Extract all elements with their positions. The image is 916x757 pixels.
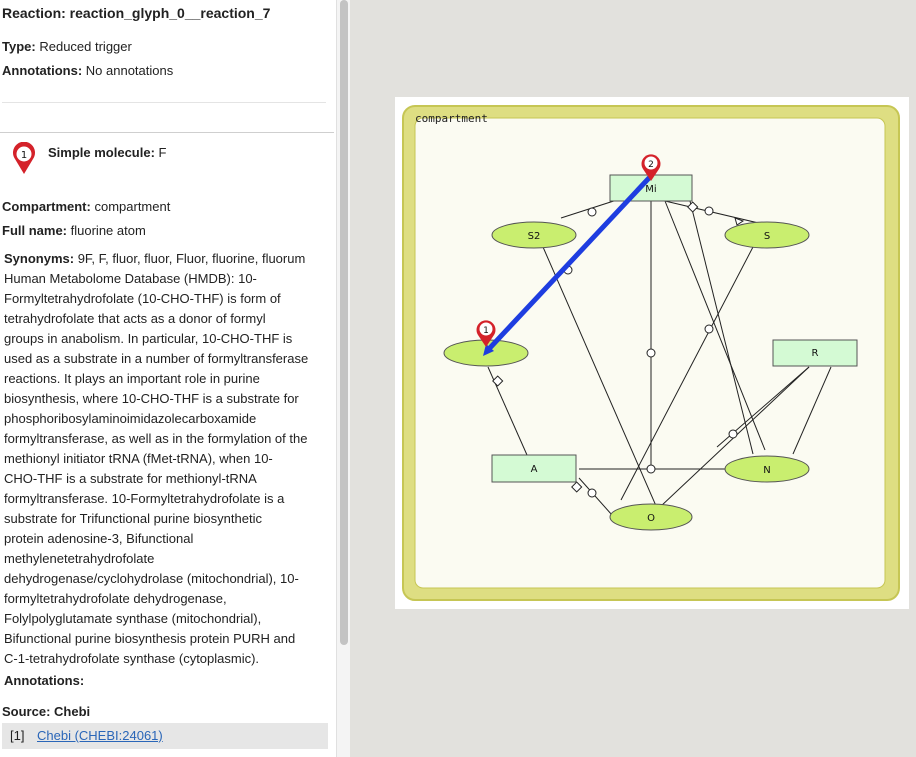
highlight-arrow: [484, 175, 652, 354]
highlight-arrowhead: [483, 344, 494, 356]
svg-text:S: S: [764, 231, 770, 242]
node-n[interactable]: N: [724, 455, 810, 483]
svg-text:R: R: [812, 348, 819, 359]
svg-text:O: O: [647, 513, 655, 524]
description-line: Human Metabolome Database (HMDB): 10-: [4, 271, 257, 286]
description-line: used as a substrate in a number of formy…: [4, 351, 309, 366]
map-marker-icon: 1: [13, 142, 35, 174]
description-line: substrate for Trifunctional purine biosy…: [4, 511, 262, 526]
description-line: formyltransferase, as well as in the for…: [4, 431, 308, 446]
annotations-value: No annotations: [85, 63, 174, 78]
source-index: [1]: [10, 728, 25, 743]
node-a[interactable]: A: [491, 454, 577, 483]
annotations-label: Annotations:: [2, 63, 83, 78]
svg-text:Mi: Mi: [645, 184, 656, 195]
section-divider: [2, 102, 326, 103]
species-name: F: [158, 145, 167, 160]
description-line: C-1-tetrahydrofolate synthase (cytoplasm…: [4, 651, 260, 666]
chebi-link[interactable]: Chebi (CHEBI:24061): [37, 728, 163, 743]
description-text: Human Metabolome Database (HMDB): 10- For…: [4, 269, 328, 669]
description-line: CHO-THF is a substrate for methionyl-tRN…: [4, 471, 257, 486]
annotations2-row: Annotations:: [4, 671, 328, 691]
node-s2[interactable]: S2: [491, 221, 577, 249]
map-area: compartment: [350, 0, 916, 757]
synonyms-block: Synonyms: 9F, F, fluor, fluor, Fluor, fl…: [4, 249, 328, 691]
svg-text:A: A: [531, 464, 538, 475]
description-line: Folylpolyglutamate synthase (mitochondri…: [4, 611, 262, 626]
compartment-row: Compartment: compartment: [2, 199, 170, 214]
description-line: dehydrogenase/cyclohydrolase (mitochondr…: [4, 571, 299, 586]
type-value: Reduced trigger: [39, 39, 132, 54]
node-s[interactable]: S: [724, 221, 810, 249]
svg-text:N: N: [763, 465, 770, 476]
description-line: groups in anabolism. In particular, 10-C…: [4, 331, 293, 346]
description-line: tetrahydrofolate that acts as a donor of…: [4, 311, 266, 326]
diagram-marker-two[interactable]: 2: [641, 154, 661, 181]
fullname-row: Full name: fluorine atom: [2, 223, 146, 238]
source-heading: Source: Chebi: [2, 704, 91, 719]
panel-scrollbar[interactable]: [336, 0, 350, 757]
diagram-svg[interactable]: compartment: [395, 97, 909, 609]
description-line: formyltransferase. 10-Formyltetrahydrofo…: [4, 491, 285, 506]
description-line: protein adenosine-3, Bifunctional: [4, 531, 194, 546]
node-r[interactable]: R: [772, 339, 858, 367]
fullname-label: Full name:: [2, 223, 68, 238]
fullname-value: fluorine atom: [70, 223, 146, 238]
compartment-label: compartment: [415, 112, 488, 125]
synonyms-row: Synonyms: 9F, F, fluor, fluor, Fluor, fl…: [4, 249, 328, 269]
annotations-row: Annotations: No annotations: [2, 63, 173, 78]
synonyms-value: 9F, F, fluor, fluor, Fluor, fluorine, fl…: [77, 251, 306, 266]
node-o[interactable]: O: [609, 503, 693, 531]
description-line: Formyltetrahydrofolate (10-CHO-THF) is f…: [4, 291, 281, 306]
svg-text:S2: S2: [528, 231, 541, 242]
type-label: Type:: [2, 39, 36, 54]
description-line: biosynthesis, where 10-CHO-THF is a subs…: [4, 391, 299, 406]
reaction-title: Reaction: reaction_glyph_0__reaction_7: [2, 5, 271, 21]
compartment-label: Compartment:: [2, 199, 91, 214]
annotations2-label: Annotations:: [4, 673, 85, 688]
description-line: reactions. It plays an important role in…: [4, 371, 260, 386]
compartment-value: compartment: [94, 199, 171, 214]
source-list-item: [1] Chebi (CHEBI:24061): [2, 723, 328, 749]
description-line: formyltetrahydrofolate dehydrogenase,: [4, 591, 227, 606]
details-panel: Reaction: reaction_glyph_0__reaction_7 T…: [0, 0, 336, 757]
type-row: Type: Reduced trigger: [2, 39, 132, 54]
panel-divider: [0, 132, 334, 133]
description-line: Bifunctional purine biosynthesis protein…: [4, 631, 296, 646]
description-line: methionyl initiator tRNA (fMet-tRNA), wh…: [4, 451, 273, 466]
svg-text:1: 1: [483, 326, 489, 336]
species-title: Simple molecule: F: [48, 145, 167, 160]
diagram-marker-one[interactable]: 1: [476, 320, 496, 347]
species-kind-label: Simple molecule:: [48, 145, 155, 160]
description-line: phosphoribosylaminoimidazolecarboxamide: [4, 411, 257, 426]
scrollbar-thumb[interactable]: [340, 0, 348, 645]
svg-text:2: 2: [648, 160, 654, 170]
description-line: methylenetetrahydrofolate: [4, 551, 155, 566]
synonyms-label: Synonyms:: [4, 251, 75, 266]
diagram-canvas[interactable]: compartment: [395, 97, 909, 609]
marker-number: 1: [21, 150, 27, 161]
